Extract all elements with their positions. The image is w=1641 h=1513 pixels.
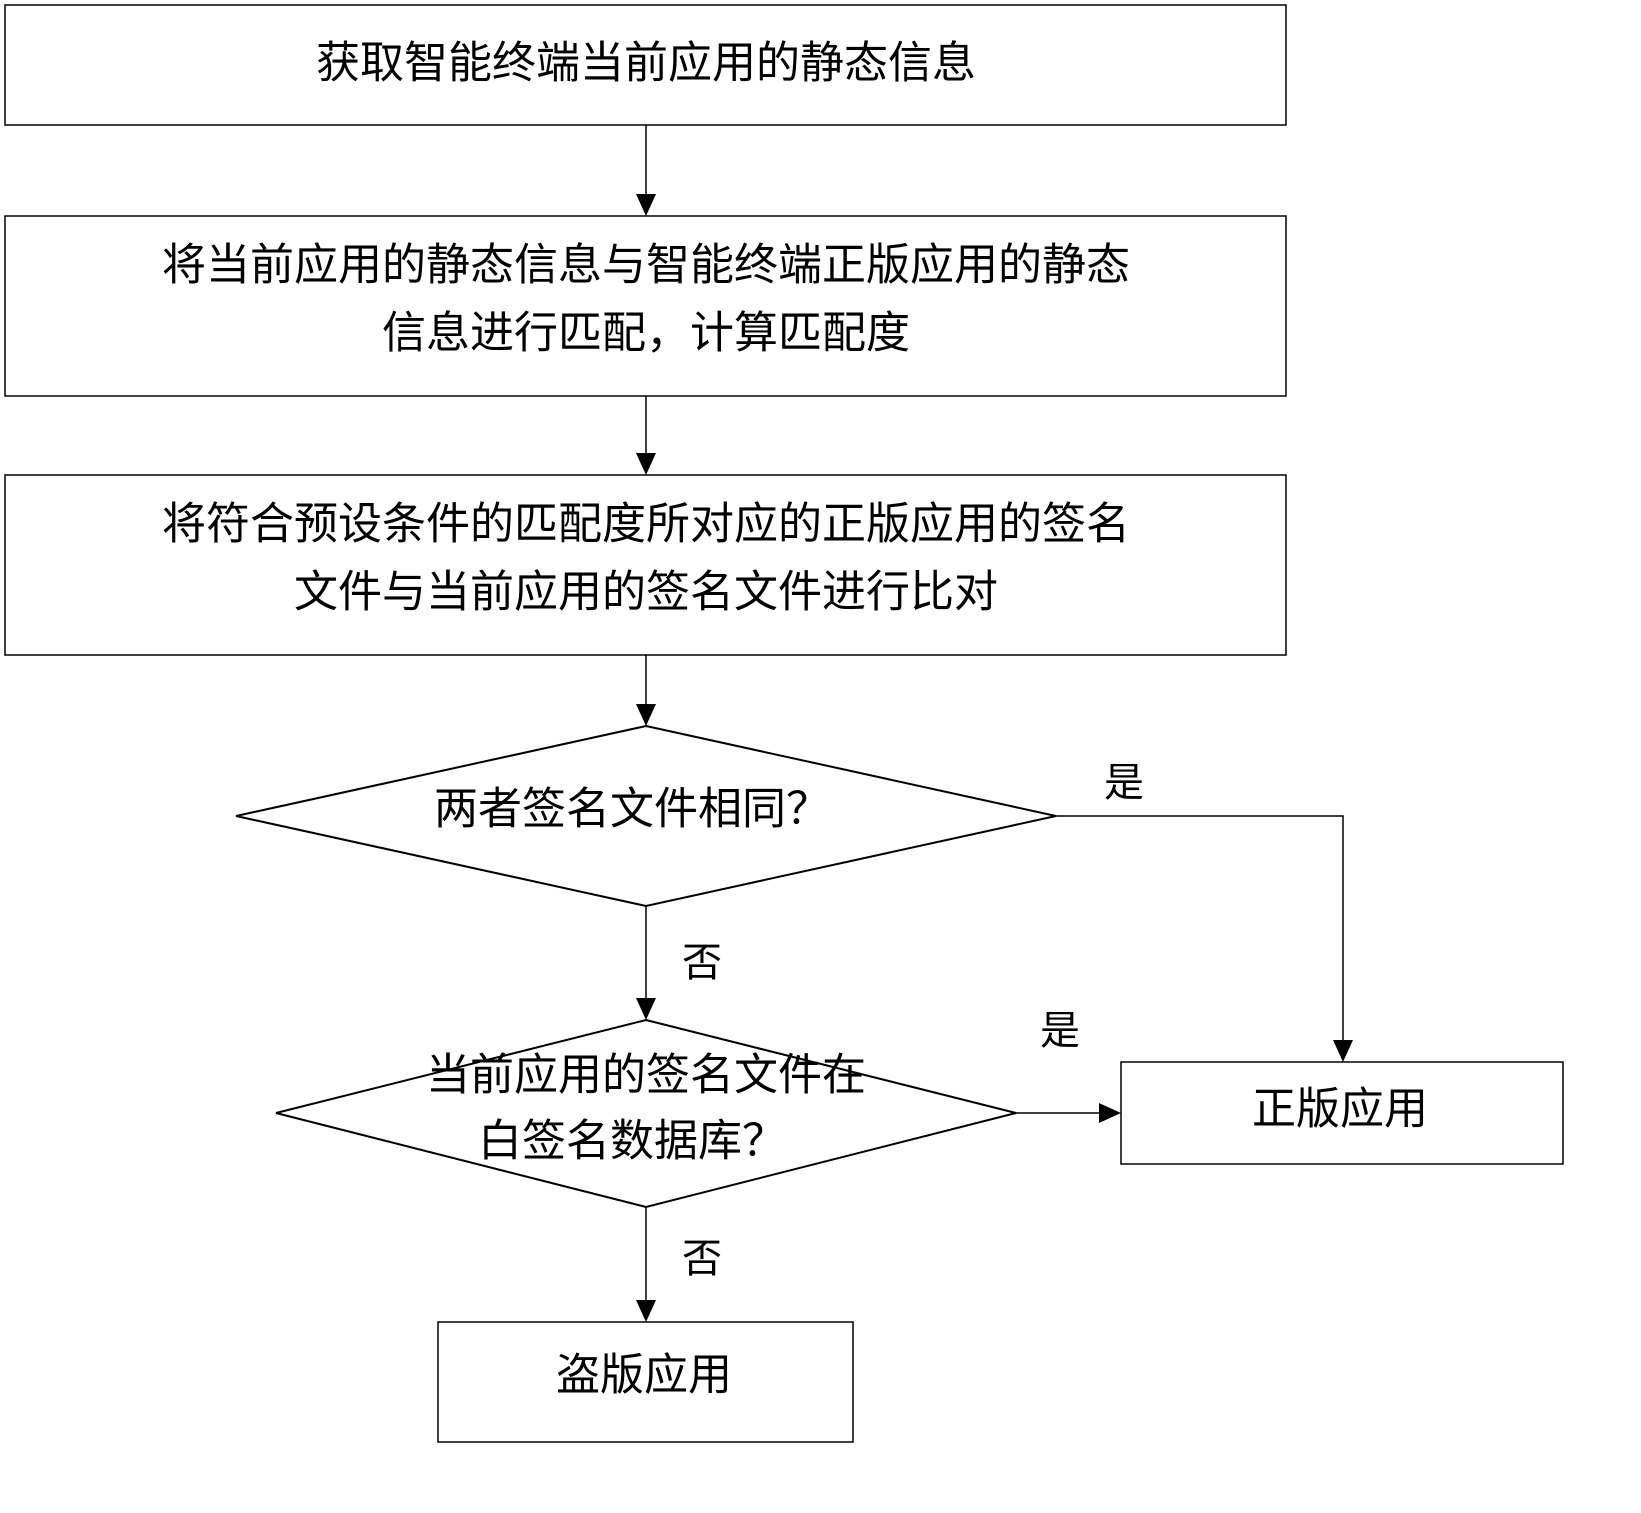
node-label-line2: 文件与当前应用的签名文件进行比对 (294, 567, 998, 618)
edge-label-yes: 是 (1104, 760, 1144, 806)
edge-decision1-genuine: 是 (1056, 760, 1353, 1062)
node-label: 正版应用 (1252, 1084, 1428, 1135)
node-step2: 将当前应用的静态信息与智能终端正版应用的静态 信息进行匹配，计算匹配度 (4, 215, 1287, 397)
edge-decision2-pirated: 否 (636, 1207, 722, 1322)
node-decision2: 当前应用的签名文件在 白签名数据库？ (275, 1018, 1017, 1209)
node-label-line1: 将当前应用的静态信息与智能终端正版应用的静态 (162, 240, 1130, 291)
terminal-box (437, 1321, 854, 1443)
node-pirated: 盗版应用 (437, 1321, 854, 1443)
edge-step1-step2 (636, 125, 656, 216)
node-label-line2: 白签名数据库？ (478, 1116, 786, 1167)
node-genuine: 正版应用 (1120, 1061, 1564, 1165)
terminal-box (1120, 1061, 1564, 1165)
arrow-right-icon (1099, 1103, 1121, 1123)
node-label-line1: 当前应用的签名文件在 (426, 1050, 866, 1101)
node-label: 获取智能终端当前应用的静态信息 (316, 38, 976, 89)
edge-step3-decision1 (636, 655, 656, 726)
edge-label-yes: 是 (1040, 1008, 1080, 1054)
process-box (4, 4, 1287, 126)
node-step3: 将符合预设条件的匹配度所对应的正版应用的签名 文件与当前应用的签名文件进行比对 (4, 474, 1287, 656)
edge-decision1-decision2: 否 (636, 906, 722, 1020)
edge-label-no: 否 (682, 1236, 722, 1282)
process-box (4, 474, 1287, 656)
arrow-down-icon (636, 998, 656, 1020)
connector-line (1056, 815, 1344, 1042)
node-label: 盗版应用 (556, 1350, 732, 1401)
process-box (4, 215, 1287, 397)
arrow-down-icon (1333, 1040, 1353, 1062)
arrow-down-icon (636, 1300, 656, 1322)
node-label: 两者签名文件相同？ (434, 784, 830, 835)
edge-decision2-genuine: 是 (1016, 1008, 1121, 1123)
node-label-line1: 将符合预设条件的匹配度所对应的正版应用的签名 (162, 499, 1130, 550)
decision-diamond (275, 1018, 1017, 1209)
edge-step2-step3 (636, 396, 656, 475)
arrow-down-icon (636, 453, 656, 475)
edge-label-no: 否 (682, 940, 722, 986)
arrow-down-icon (636, 194, 656, 216)
node-decision1: 两者签名文件相同？ (235, 724, 1057, 908)
node-step1: 获取智能终端当前应用的静态信息 (4, 4, 1287, 126)
node-label-line2: 信息进行匹配，计算匹配度 (382, 308, 910, 359)
arrow-down-icon (636, 704, 656, 726)
